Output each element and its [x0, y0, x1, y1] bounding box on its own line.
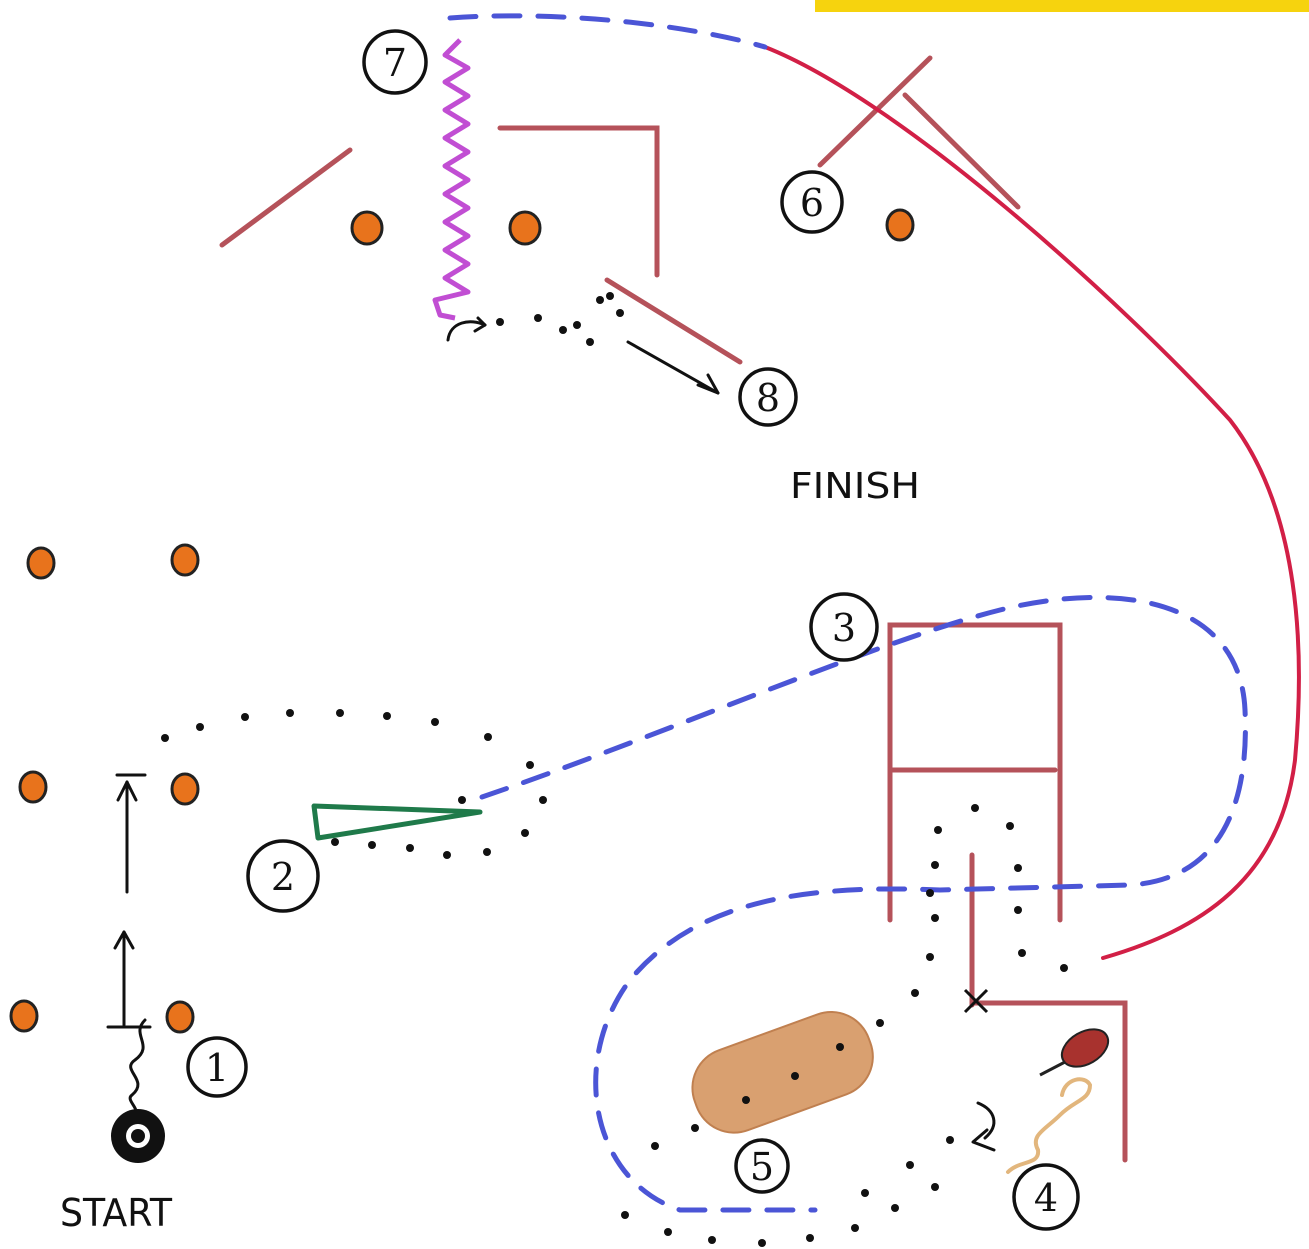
dotted-paths: [161, 292, 1068, 1247]
obstacle-6-label: 6: [800, 181, 824, 225]
table: [311, 803, 483, 841]
banner-strip: [815, 0, 1309, 12]
obstacle-1-circle: [186, 1036, 248, 1098]
start-label: START: [60, 1191, 173, 1235]
spiral-obstacle: [1006, 1077, 1093, 1174]
dog-figure: [1039, 1028, 1110, 1077]
obstacle-2-circle: [246, 839, 320, 913]
cone: [885, 208, 915, 242]
obstacle-7-circle: [362, 29, 428, 95]
obstacle-4-circle: [1012, 1163, 1080, 1231]
cone: [18, 770, 48, 804]
cone: [350, 210, 384, 246]
obstacle-8-circle: [738, 367, 798, 427]
x-mark: [963, 988, 989, 1014]
weave-zigzag: [432, 38, 471, 321]
blue-paths: [447, 13, 1248, 1213]
cone: [26, 546, 56, 580]
obstacle-1-label: 1: [205, 1046, 229, 1090]
cone: [165, 1000, 195, 1034]
obstacle-5-circle: [734, 1138, 790, 1194]
cones: [9, 208, 915, 1034]
obstacle-number-labels: 1 2 3 4 5 6 7 8: [205, 41, 1058, 1220]
cone: [170, 772, 200, 806]
obstacle-5-label: 5: [750, 1145, 774, 1189]
obstacle-6-circle: [780, 170, 844, 234]
fences: [219, 55, 1128, 1163]
obstacle-4-label: 4: [1034, 1176, 1058, 1220]
cone: [170, 543, 200, 577]
start-marker: [111, 1109, 165, 1163]
obstacle-3-circle: [809, 592, 879, 662]
cone: [508, 210, 542, 246]
cone: [9, 999, 39, 1033]
obstacle-2-label: 2: [271, 855, 295, 899]
obstacle-8-label: 8: [756, 376, 780, 420]
obstacle-7-label: 7: [383, 41, 407, 85]
red-path: [763, 45, 1301, 960]
arrows: [106, 316, 996, 1152]
tunnel: [691, 1010, 874, 1134]
finish-label: FINISH: [790, 466, 920, 507]
obstacle-3-label: 3: [832, 606, 856, 650]
obstacle-numbers: [186, 29, 1080, 1231]
